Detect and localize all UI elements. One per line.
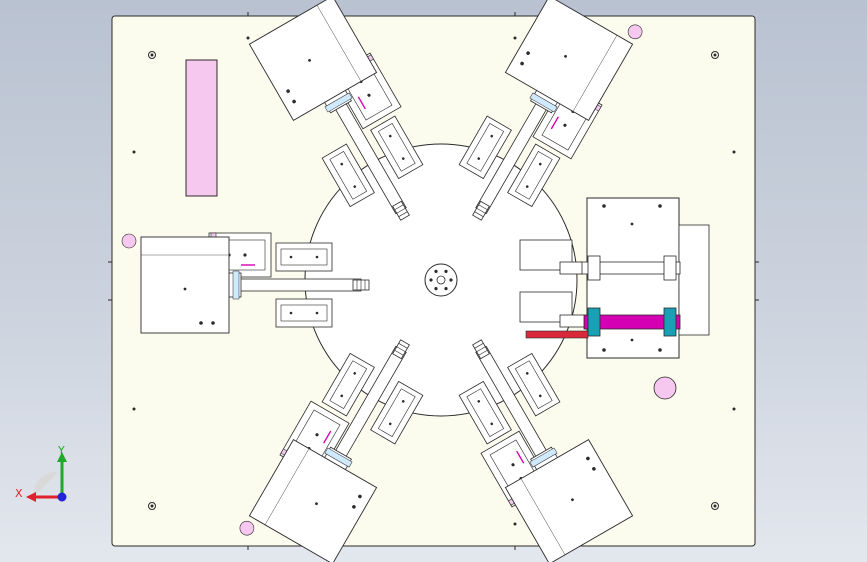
hub-bolt xyxy=(434,287,438,291)
hub-bolt xyxy=(434,269,438,273)
pink-side-panel[interactable] xyxy=(185,59,218,197)
hub-bolt xyxy=(429,278,433,282)
center-hub[interactable] xyxy=(424,263,458,297)
pink-marker xyxy=(653,376,677,400)
hub-bolt xyxy=(444,269,448,273)
right-feeder-unit[interactable] xyxy=(519,197,710,359)
hub-bolt xyxy=(449,278,453,282)
coordinate-triad: Y X xyxy=(15,444,67,502)
axis-y-label: Y xyxy=(57,444,65,457)
axis-x-label: X xyxy=(15,487,23,500)
hub-bolt xyxy=(444,287,448,291)
edge-ticks xyxy=(108,12,759,550)
mounting-bolts xyxy=(148,51,719,510)
